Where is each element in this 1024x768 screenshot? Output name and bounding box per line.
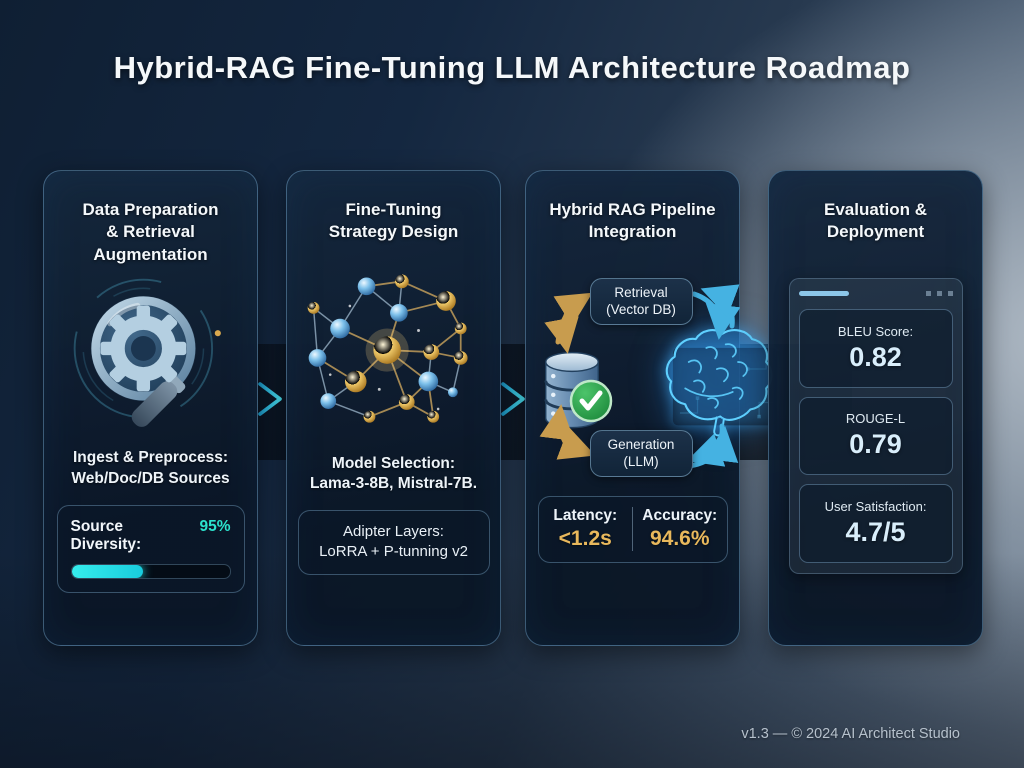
retrieval-node: Retrieval (Vector DB) — [589, 277, 693, 325]
magnifier-gear-icon — [73, 279, 221, 428]
panel-body-text: Model Selection: Lama-3-8B, Mistral-7B. — [309, 454, 478, 493]
rouge-l-card: ROUGE-L 0.79 — [798, 396, 953, 476]
user-satisfaction-value: 4.7/5 — [845, 517, 906, 548]
panel-fine-tuning: Fine-Tuning Strategy Design — [286, 170, 501, 646]
user-satisfaction-card: User Satisfaction: 4.7/5 — [798, 484, 953, 563]
accuracy-value: 94.6% — [649, 526, 710, 550]
accuracy-label: Accuracy: — [642, 506, 718, 524]
panel-title: Data Preparation & Retrieval Augmentatio… — [82, 200, 219, 264]
flow-arrow-icon — [258, 382, 282, 416]
panel-title: Fine-Tuning Strategy Design — [328, 200, 459, 242]
latency-label: Latency: — [553, 506, 618, 524]
page-title: Hybrid-RAG Fine-Tuning LLM Architecture … — [113, 50, 911, 85]
check-badge-icon — [569, 379, 612, 423]
panel-body-text: Ingest & Preprocess: Web/Doc/DB Sources — [71, 449, 230, 487]
source-diversity-box: Source Diversity: 95% — [56, 505, 245, 594]
accuracy-stat: Accuracy: 94.6% — [632, 506, 727, 551]
brain-icon — [665, 328, 777, 437]
panel-data-preparation: Data Preparation & Retrieval Augmentatio… — [43, 170, 258, 646]
metrics-window: BLEU Score: 0.82 ROUGE-L 0.79 User Satis… — [788, 277, 963, 574]
source-diversity-progress-track — [70, 564, 231, 580]
rouge-l-label: ROUGE-L — [845, 411, 906, 427]
network-graph-icon — [307, 274, 468, 423]
source-diversity-label: Source Diversity: — [70, 518, 142, 554]
window-tab-indicator — [798, 291, 849, 297]
bleu-score-label: BLEU Score: — [837, 323, 914, 339]
bleu-score-card: BLEU Score: 0.82 — [798, 308, 953, 388]
rouge-l-value: 0.79 — [849, 429, 902, 460]
panel-evaluation: Evaluation & Deployment BLEU Score: 0.82… — [768, 170, 983, 646]
bleu-score-value: 0.82 — [849, 341, 902, 372]
latency-stat: Latency: <1.2s — [539, 507, 633, 551]
window-controls-icon — [925, 291, 953, 297]
source-diversity-progress-fill — [71, 565, 143, 579]
generation-node: Generation (LLM) — [589, 429, 693, 477]
user-satisfaction-label: User Satisfaction: — [824, 499, 927, 515]
panel-title: Hybrid RAG Pipeline Integration — [549, 200, 716, 242]
latency-value: <1.2s — [558, 526, 612, 550]
version-copyright: v1.3 — © 2024 AI Architect Studio — [741, 726, 960, 742]
window-titlebar — [798, 287, 953, 301]
flow-arrow-icon — [501, 382, 525, 416]
pipeline-stats-box: Latency: <1.2s Accuracy: 94.6% — [537, 495, 728, 563]
source-diversity-value: 95% — [199, 518, 231, 536]
pipeline-diagram: Retrieval (Vector DB) Generation (LLM) — [526, 254, 777, 492]
adapter-layers-box: Adipter Layers: LoRRA + P-tunning v2 — [297, 509, 490, 576]
panel-rag-pipeline: Hybrid RAG Pipeline Integration Retrieva… — [525, 170, 777, 646]
panel-title: Evaluation & Deployment — [824, 200, 927, 242]
